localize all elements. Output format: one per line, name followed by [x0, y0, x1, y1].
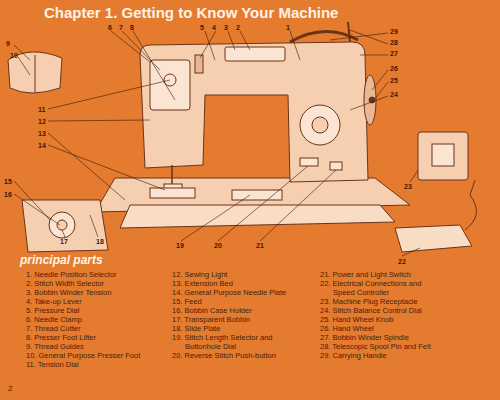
callout-number: 24 [390, 91, 398, 98]
plug-receptacle [432, 144, 454, 166]
stitch-width-selector [225, 47, 285, 61]
callout-number: 11 [38, 106, 45, 113]
inset-bottom-leaders [14, 181, 98, 237]
part-list-item: 11. Tension Dial [26, 360, 144, 369]
part-list-item: 3. Bobbin Winder Tension [26, 288, 144, 297]
callout-number: 29 [390, 28, 398, 35]
callout-number: 14 [38, 142, 46, 149]
callout-number: 8 [130, 24, 134, 31]
needle [171, 165, 173, 186]
callout-number: 19 [176, 242, 184, 249]
top-leaders [111, 31, 300, 100]
dial-center [312, 117, 328, 133]
part-list-item: 28. Telescopic Spool Pin and Felt [320, 342, 438, 351]
callout-number: 22 [398, 258, 406, 265]
part-list-item: 18. Slide Plate [172, 324, 290, 333]
stitch-length-dial [300, 105, 340, 145]
callout-number: 16 [4, 191, 12, 198]
callout-number: 17 [60, 238, 68, 245]
power-switch [330, 162, 342, 170]
leader-lines [14, 30, 420, 256]
page-number: 2 [8, 384, 12, 393]
part-list-item: 9. Thread Guides [26, 342, 144, 351]
callout-number: 23 [404, 183, 412, 190]
page-title: Chapter 1. Getting to Know Your Machine [44, 4, 338, 21]
part-list-item: 12. Sewing Light [172, 270, 290, 279]
carrying-handle [290, 31, 358, 42]
right-leaders [330, 30, 388, 110]
callout-number: 9 [6, 40, 10, 47]
part-list-item: 10. General Purpose Presser Foot [26, 351, 144, 360]
part-list-item: 24. Stitch Balance Control Dial [320, 306, 438, 315]
callout-number: 18 [96, 238, 104, 245]
part-list-item: 8. Presser Foot Lifter [26, 333, 144, 342]
section-heading: principal parts [20, 253, 103, 267]
callout-number: 12 [38, 118, 46, 125]
detail-insets [8, 52, 476, 252]
callout-number: 26 [390, 65, 398, 72]
part-list-item: 4. Take-up Lever [26, 297, 144, 306]
callout-number: 20 [214, 242, 222, 249]
part-list-item: 5. Pressure Dial [26, 306, 144, 315]
callout-number: 3 [224, 24, 228, 31]
part-list-item: 16. Bobbin Case Holder [172, 306, 290, 315]
callout-number: 6 [108, 24, 112, 31]
needle-plate [150, 188, 195, 198]
part-list-item: 23. Machine Plug Receptacle [320, 297, 438, 306]
callout-number: 21 [256, 242, 264, 249]
part-list-item: 13. Extension Bed [172, 279, 290, 288]
parts-column: 21. Power and Light Switch22. Electrical… [320, 270, 438, 360]
part-list-item: 17. Transparent Bobbin [172, 315, 290, 324]
part-list-item: 21. Power and Light Switch [320, 270, 438, 279]
callout-number: 2 [236, 24, 240, 31]
callout-number: 5 [200, 24, 204, 31]
part-list-item: 25. Hand Wheel Knob [320, 315, 438, 324]
parts-column: 12. Sewing Light13. Extension Bed14. Gen… [172, 270, 290, 360]
reverse-button [300, 158, 318, 166]
part-list-item: 19. Stitch Length Selector and Buttonhol… [172, 333, 290, 351]
callout-number: 1 [286, 24, 290, 31]
part-list-item: 29. Carrying Handle [320, 351, 438, 360]
receptacle-inset [418, 132, 468, 180]
part-list-item: 6. Needle Clamp [26, 315, 144, 324]
callout-number: 27 [390, 50, 398, 57]
callout-number: 13 [38, 130, 46, 137]
callout-number: 10 [10, 52, 18, 59]
bottom-leaders [181, 166, 420, 256]
part-list-item: 20. Reverse Stitch Push-button [172, 351, 290, 360]
inset-leaders [14, 45, 30, 75]
left-leaders [48, 80, 170, 200]
spool-pin [348, 22, 350, 42]
bobbin-case [49, 212, 75, 238]
inset-needle [35, 55, 36, 92]
callout-number: 7 [119, 24, 123, 31]
part-list-item: 2. Stitch Width Selector [26, 279, 144, 288]
part-list-item: 22. Electrical Connections and Speed Con… [320, 279, 438, 297]
face-plate [150, 60, 190, 110]
callout-number: 25 [390, 77, 398, 84]
speed-controller [395, 225, 472, 252]
bobbin [57, 220, 67, 230]
machine-body [95, 22, 410, 228]
power-cord [465, 180, 476, 230]
part-list-item: 14. General Purpose Needle Plate [172, 288, 290, 297]
needle-inset [8, 52, 62, 93]
part-list-item: 7. Thread Cutter [26, 324, 144, 333]
part-list-item: 15. Feed [172, 297, 290, 306]
part-list-item: 1. Needle Position Selector [26, 270, 144, 279]
callout-number: 28 [390, 39, 398, 46]
part-list-item: 27. Bobbin Winder Spindle [320, 333, 438, 342]
callout-number: 4 [212, 24, 216, 31]
machine-arm [140, 42, 368, 182]
part-list-item: 26. Hand Wheel [320, 324, 438, 333]
parts-column: 1. Needle Position Selector2. Stitch Wid… [26, 270, 144, 369]
callout-number: 15 [4, 178, 12, 185]
slide-plate [232, 190, 282, 200]
take-up-lever [195, 55, 203, 73]
